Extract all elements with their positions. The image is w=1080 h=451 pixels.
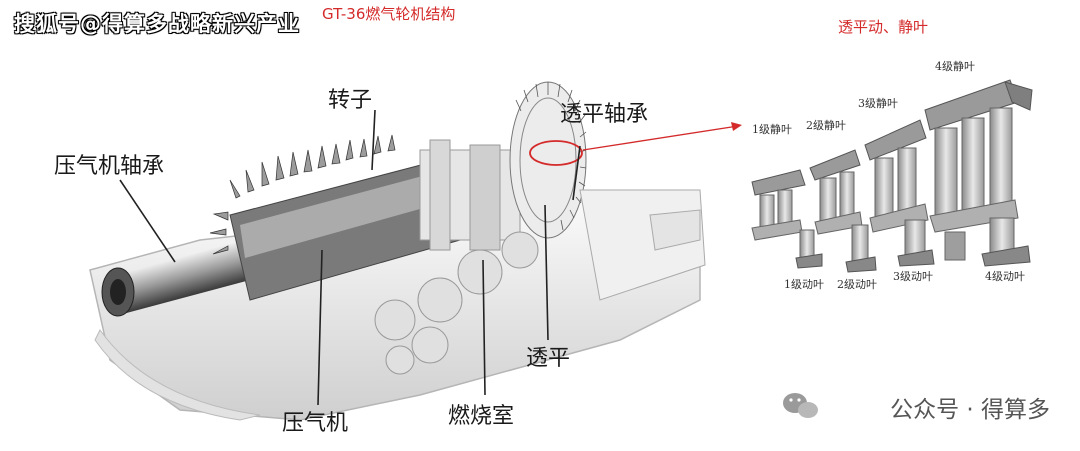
label-turbine-bearing: 透平轴承 <box>560 102 649 127</box>
stage-2 <box>809 149 877 273</box>
combustor-cans <box>374 231 539 375</box>
turbine-disc <box>509 81 587 239</box>
stage-3 <box>864 119 935 267</box>
brand-watermark: 公众号 · 得算多 <box>890 390 1050 424</box>
stage-detail <box>751 79 1033 273</box>
compressor-shaft <box>101 240 259 317</box>
compressor-blades <box>209 134 396 255</box>
page-title: GT-36燃气轮机结构 <box>322 5 456 23</box>
label-combustor: 燃烧室 <box>448 404 515 429</box>
label-blade-3: 3级动叶 <box>893 270 933 283</box>
detail-arrow <box>582 122 742 151</box>
stage-1 <box>751 169 823 269</box>
label-blade-2: 2级动叶 <box>837 278 877 291</box>
label-blade-4: 4级动叶 <box>985 270 1025 283</box>
mid-section <box>419 139 521 251</box>
watermark: 搜狐号@得算多战略新兴产业 <box>14 12 300 36</box>
brand-text: 公众号 · 得算多 <box>890 397 1050 423</box>
label-compressor: 压气机 <box>282 411 349 436</box>
label-rotor: 转子 <box>328 88 373 113</box>
wechat-icon <box>783 393 818 418</box>
label-vane-3: 3级静叶 <box>858 97 898 110</box>
label-vane-1: 1级静叶 <box>752 123 792 136</box>
turbine-highlight-circle <box>529 140 583 166</box>
label-compressor-bearing: 压气机轴承 <box>54 154 165 179</box>
leader-lines <box>119 109 581 406</box>
label-vane-4: 4级静叶 <box>935 60 975 73</box>
exhaust-casing <box>579 189 706 301</box>
label-turbine: 透平 <box>526 346 571 371</box>
stage-4 <box>924 79 1033 267</box>
detail-title: 透平动、静叶 <box>838 18 929 36</box>
label-vane-2: 2级静叶 <box>806 119 846 132</box>
label-blade-1: 1级动叶 <box>784 278 824 291</box>
